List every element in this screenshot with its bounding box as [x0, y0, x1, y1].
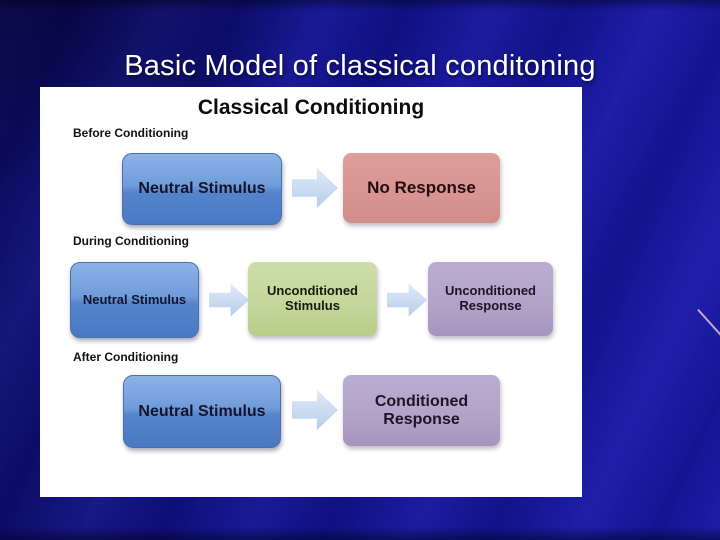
box-neutral-stimulus-before: Neutral Stimulus	[122, 153, 282, 225]
box-unconditioned-stimulus: Unconditioned Stimulus	[248, 262, 377, 336]
right-arrow-icon	[292, 167, 338, 209]
box-conditioned-response: Conditioned Response	[343, 375, 500, 446]
right-arrow-icon	[209, 283, 249, 317]
right-arrow-icon	[292, 389, 338, 431]
box-neutral-stimulus-during: Neutral Stimulus	[70, 262, 199, 338]
box-neutral-stimulus-after: Neutral Stimulus	[123, 375, 281, 448]
right-arrow-icon	[387, 283, 427, 317]
box-no-response: No Response	[343, 153, 500, 223]
section-label-after-conditioning: After Conditioning	[73, 350, 179, 364]
section-label-before-conditioning: Before Conditioning	[73, 126, 189, 140]
diagram-image: Classical Conditioning Before Conditioni…	[40, 87, 582, 497]
decorative-diagonal-line	[697, 308, 720, 338]
slide-title: Basic Model of classical conditoning	[124, 50, 596, 82]
diagram-title: Classical Conditioning	[197, 96, 425, 119]
box-unconditioned-response: Unconditioned Response	[428, 262, 553, 336]
section-label-during-conditioning: During Conditioning	[73, 234, 189, 248]
